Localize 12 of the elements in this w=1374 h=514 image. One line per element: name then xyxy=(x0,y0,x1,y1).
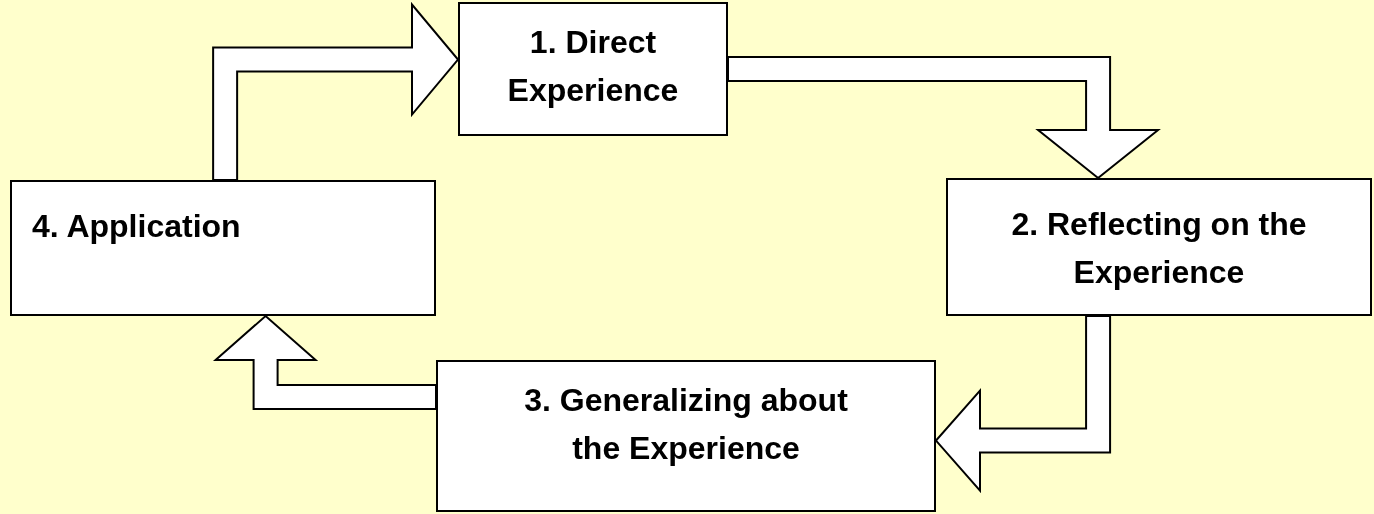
block-arrow xyxy=(727,56,1161,180)
step-label: 2. Reflecting on the Experience xyxy=(1010,205,1308,292)
step-label: 3. Generalizing about the Experience xyxy=(523,381,849,468)
block-arrow xyxy=(212,314,437,410)
step-box xyxy=(946,178,1372,316)
block-arrow xyxy=(934,315,1112,494)
step-box xyxy=(436,360,936,512)
step-label: 4. Application xyxy=(32,207,242,246)
block-arrow xyxy=(212,1,460,181)
step-box xyxy=(10,180,436,316)
step-box xyxy=(458,2,728,136)
step-label: 1. Direct Experience xyxy=(506,23,680,110)
